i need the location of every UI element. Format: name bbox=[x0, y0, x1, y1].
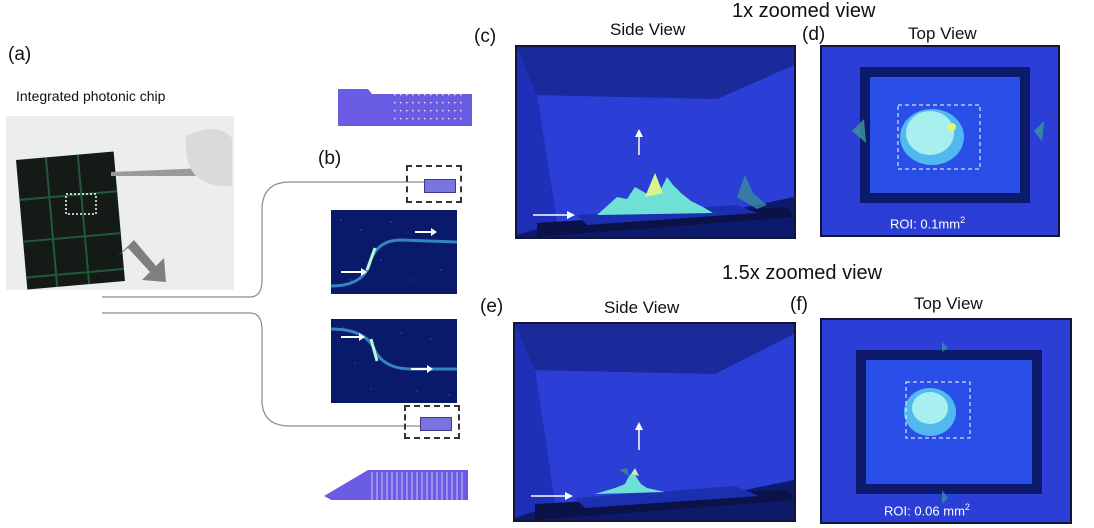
side-view-panel-15x bbox=[513, 322, 796, 522]
chip-caption: Integrated photonic chip bbox=[16, 88, 166, 104]
zoom-1x-title: 1x zoomed view bbox=[732, 0, 876, 22]
panel-label-f: (f) bbox=[790, 294, 808, 315]
grating-coupler-top bbox=[338, 89, 472, 126]
lower-waveguide bbox=[102, 312, 430, 427]
zoom-15x-title: 1.5x zoomed view bbox=[722, 262, 883, 284]
roi-label-15x: ROI: 0.06 mm2 bbox=[884, 502, 970, 518]
roi-label-1x: ROI: 0.1mm2 bbox=[890, 215, 965, 231]
chip-photo bbox=[6, 116, 234, 290]
top-view-title-15x: Top View bbox=[914, 294, 983, 313]
panel-label-e: (e) bbox=[480, 296, 504, 317]
panel-label-c: (c) bbox=[474, 26, 497, 47]
side-view-title-1x: Side View bbox=[610, 20, 686, 39]
top-view-title-1x: Top View bbox=[908, 24, 977, 43]
panel-label-d: (d) bbox=[802, 24, 826, 45]
roi-15x-text: ROI: 0.06 mm bbox=[884, 503, 965, 519]
top-view-panel-15x: ROI: 0.06 mm2 bbox=[820, 318, 1072, 524]
output-port-top bbox=[406, 165, 462, 203]
top-view-panel-1x: ROI: 0.1mm2 bbox=[820, 45, 1060, 237]
panel-label-b: (b) bbox=[318, 148, 342, 169]
fluorescence-bottom-graphic bbox=[331, 319, 457, 403]
side-view-15x-graphic bbox=[515, 324, 794, 520]
grating-dots bbox=[394, 94, 462, 120]
upper-waveguide bbox=[102, 181, 430, 298]
fluorescence-image-bottom bbox=[331, 319, 457, 403]
taper-grating-lines bbox=[371, 472, 463, 518]
panel-label-a: (a) bbox=[8, 44, 32, 65]
side-view-1x-graphic bbox=[517, 47, 794, 237]
fluorescence-top-graphic bbox=[331, 210, 457, 294]
port-coupler-top bbox=[424, 179, 456, 193]
port-coupler-bottom bbox=[420, 417, 452, 431]
roi-1x-text: ROI: 0.1mm bbox=[890, 216, 961, 232]
top-view-15x-graphic bbox=[822, 320, 1070, 522]
fluorescence-image-top bbox=[331, 210, 457, 294]
top-view-1x-graphic bbox=[822, 47, 1058, 235]
side-view-title-15x: Side View bbox=[604, 298, 680, 317]
roi-15x-sup: 2 bbox=[964, 502, 970, 512]
output-port-bottom bbox=[404, 405, 460, 439]
side-view-panel-1x bbox=[515, 45, 796, 239]
chip-photo-graphic bbox=[6, 116, 234, 290]
roi-1x-sup: 2 bbox=[960, 215, 966, 225]
